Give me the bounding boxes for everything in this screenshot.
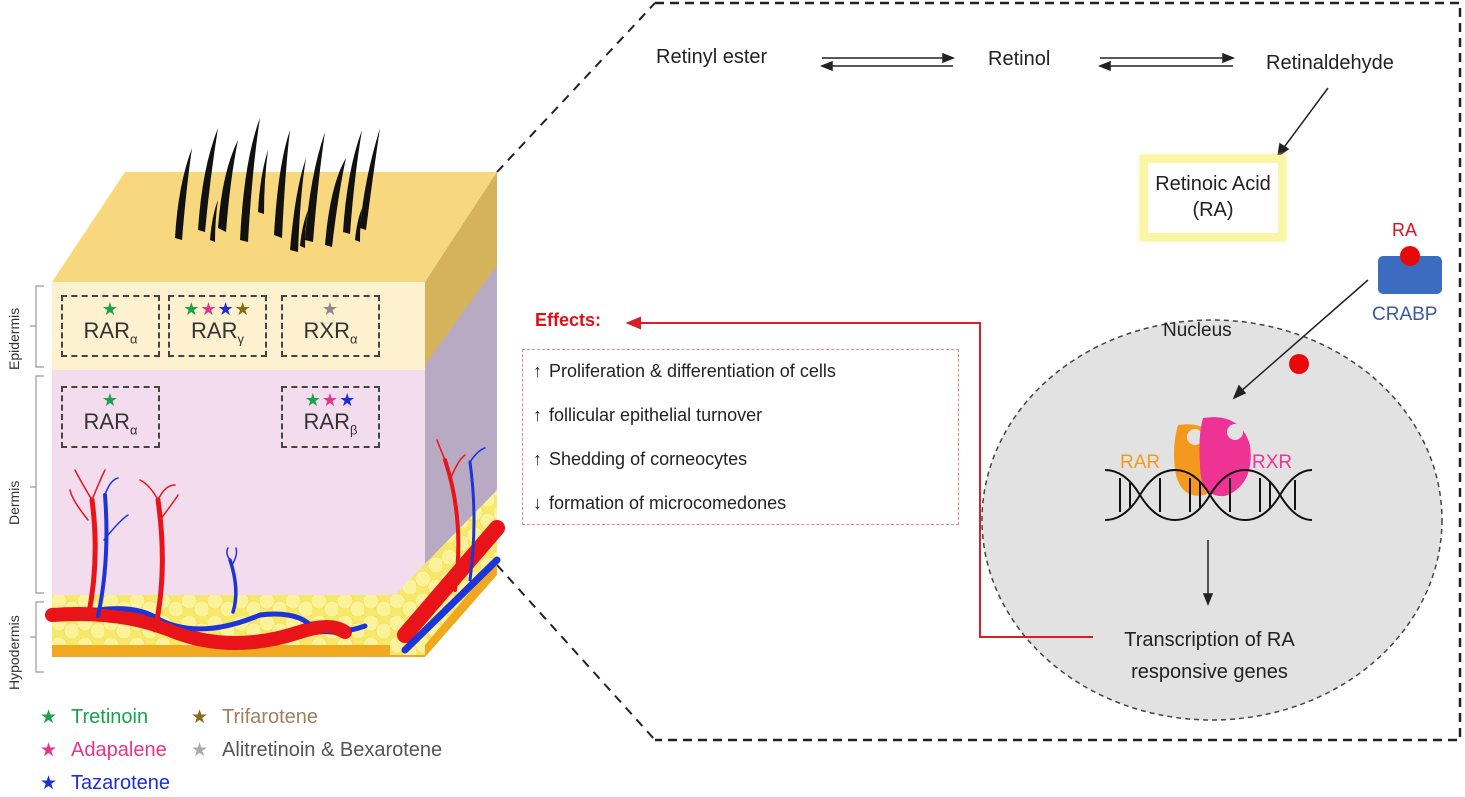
layer-label-epidermis: Epidermis: [6, 307, 22, 370]
up-arrow-icon: ↑: [533, 405, 542, 425]
effect-item: ↑ follicular epithelial turnover: [523, 404, 958, 448]
receptor-stars: ★★★★: [170, 299, 265, 319]
receptor-subscript: α: [129, 422, 138, 438]
receptor-subscript: α: [129, 331, 138, 347]
star-tazarotene-icon: ★: [217, 299, 235, 319]
effect-text: Proliferation & differentiation of cells: [549, 361, 836, 381]
receptor-stars: ★: [63, 299, 158, 319]
effect-text: Shedding of corneocytes: [549, 449, 748, 469]
receptor-box-der-rar-beta: ★★★ RARβ: [281, 386, 380, 448]
up-arrow-icon: ↑: [533, 361, 542, 381]
receptor-name: RAR: [191, 318, 238, 343]
effects-box: ↑ Proliferation & differentiation of cell…: [522, 349, 959, 525]
star-adapalene-icon: ★: [40, 740, 58, 761]
star-tazarotene-icon: ★: [40, 773, 58, 794]
star-adapalene-icon: ★: [321, 390, 340, 410]
star-tretinoin-icon: ★: [101, 299, 120, 319]
crabp-protein-icon: [1378, 256, 1442, 294]
layer-brackets: [30, 285, 44, 673]
star-adapalene-icon: ★: [200, 299, 218, 319]
transcription-line-2: responsive genes: [1131, 661, 1288, 683]
retinoic-acid-label: Retinoic Acid: [1155, 173, 1271, 195]
legend-item-alitretinoin-bexarotene: ★ Alitretinoin & Bexarotene: [191, 739, 442, 762]
receptor-name: RXR: [303, 318, 350, 343]
legend-item-tretinoin: ★ Tretinoin: [40, 706, 148, 729]
rar-rxr-dimer-icon: [1174, 417, 1251, 497]
legend-item-trifarotene: ★ Trifarotene: [191, 706, 318, 729]
crabp-arrow: [1232, 279, 1369, 400]
transcription-label: Transcription of RA responsive genes: [1102, 624, 1317, 688]
retinoic-acid-box: Retinoic Acid (RA): [1140, 155, 1286, 241]
star-alitretinoin-bexarotene-icon: ★: [191, 740, 209, 761]
receptor-name: RAR: [83, 318, 130, 343]
zoom-frame: [496, 1, 1462, 742]
transcription-arrow: [1202, 540, 1214, 607]
receptor-box-epi-rxr-alpha: ★ RXRα: [281, 295, 380, 357]
star-tazarotene-icon: ★: [339, 390, 357, 410]
pathway-retinyl-ester: Retinyl ester: [656, 46, 768, 68]
receptor-stars: ★: [283, 299, 378, 319]
star-tretinoin-icon: ★: [304, 390, 322, 410]
pathway-retinaldehyde: Retinaldehyde: [1266, 52, 1394, 74]
ra-molecule-icon: [1289, 354, 1309, 374]
hairs: [175, 118, 380, 252]
receptor-stars: ★: [63, 390, 158, 410]
star-tretinoin-icon: ★: [183, 299, 201, 319]
crabp-label: CRABP: [1372, 304, 1438, 325]
pathway-arrows: [819, 52, 1329, 158]
star-tretinoin-icon: ★: [40, 707, 58, 728]
receptor-name: RAR: [83, 409, 130, 434]
receptor-subscript: β: [349, 422, 358, 438]
star-trifarotene-icon: ★: [234, 299, 252, 319]
effects-title: Effects:: [535, 310, 602, 330]
layer-label-hypodermis: Hypodermis: [6, 615, 22, 690]
effect-text: formation of microcomedones: [549, 493, 787, 513]
receptor-box-der-rar-alpha: ★ RARα: [61, 386, 160, 448]
transcription-line-1: Transcription of RA: [1124, 629, 1295, 651]
legend-label: Tretinoin: [71, 706, 149, 728]
receptor-stars: ★★★: [283, 390, 378, 410]
rxr-label: RXR: [1252, 452, 1293, 473]
retinoic-acid-abbrev: (RA): [1192, 199, 1234, 221]
effect-text: follicular epithelial turnover: [549, 405, 763, 425]
legend-item-adapalene: ★ Adapalene: [40, 739, 167, 762]
receptor-name: RAR: [303, 409, 350, 434]
crabp-ra-label: RA: [1392, 220, 1418, 240]
legend-item-tazarotene: ★ Tazarotene: [40, 772, 170, 795]
rar-label: RAR: [1120, 452, 1161, 473]
crabp-ra-icon: [1400, 246, 1420, 266]
legend-label: Trifarotene: [222, 706, 319, 728]
legend-label: Tazarotene: [71, 772, 171, 794]
skin-block: [30, 118, 505, 673]
receptor-box-epi-rar-gamma: ★★★★ RARγ: [168, 295, 267, 357]
effects-connector: [625, 316, 1093, 638]
nucleus-label: Nucleus: [1163, 320, 1232, 341]
receptor-subscript: α: [349, 331, 358, 347]
legend-label: Alitretinoin & Bexarotene: [222, 739, 443, 761]
star-alitretinoin-bexarotene-icon: ★: [321, 299, 340, 319]
up-arrow-icon: ↑: [533, 449, 542, 469]
effect-item: ↑ Shedding of corneocytes: [523, 448, 958, 492]
down-arrow-icon: ↓: [533, 493, 542, 513]
receptor-subscript: γ: [237, 331, 244, 347]
dna-helix-icon: [1104, 468, 1313, 522]
dermis-front: [52, 370, 425, 600]
receptor-box-epi-rar-alpha: ★ RARα: [61, 295, 160, 357]
star-trifarotene-icon: ★: [191, 707, 209, 728]
blood-vessels: [45, 439, 505, 654]
nucleus-body: [981, 319, 1443, 721]
layer-label-dermis: Dermis: [6, 480, 22, 525]
effect-item: ↓ formation of microcomedones: [523, 492, 958, 536]
effect-item: ↑ Proliferation & differentiation of cell…: [523, 360, 958, 404]
pathway-retinol: Retinol: [988, 48, 1051, 70]
legend-label: Adapalene: [71, 739, 167, 761]
star-tretinoin-icon: ★: [101, 390, 120, 410]
